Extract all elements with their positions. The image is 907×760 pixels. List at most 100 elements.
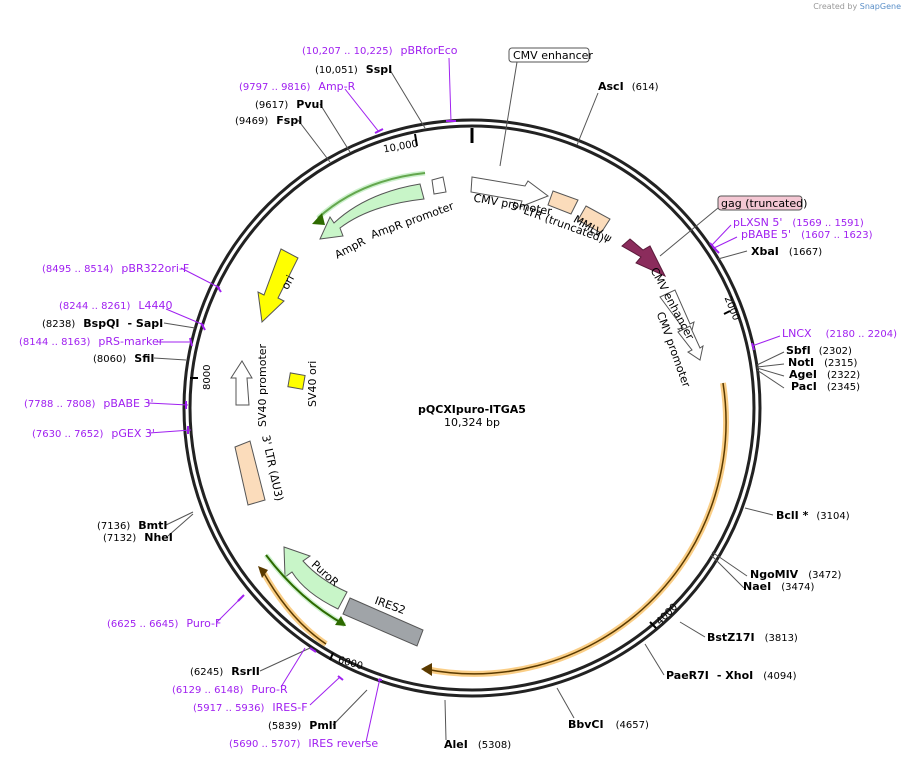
ampr-arrow[interactable] (319, 183, 425, 240)
site-sbfI-pos: (2302) (819, 346, 852, 357)
ires2-box[interactable] (342, 597, 424, 647)
site-bmtI-name: BmtI (138, 519, 167, 532)
site-ageI-name: AgeI (789, 368, 817, 381)
ori-label: ori (279, 273, 297, 292)
site-xbaI-name: XbaI (751, 245, 779, 258)
site-xbaI[interactable]: XbaI (1667) (751, 245, 822, 258)
primer-l4440-pos: (8244 .. 8261) (59, 301, 131, 312)
site-bmtI-pos: (7136) (97, 521, 130, 532)
sv40-promoter-arrow[interactable] (230, 360, 253, 406)
site-sspI-pos: (10,051) (315, 65, 358, 76)
site-pvuI[interactable]: (9617)PvuI (255, 98, 323, 111)
site-bclI[interactable]: BclI * (3104) (776, 509, 850, 522)
primer-pbr322ori-pos: (8495 .. 8514) (42, 264, 114, 275)
primer-pgex3-pos: (7630 .. 7652) (32, 429, 104, 440)
site-bclI-pos: (3104) (816, 511, 849, 522)
primer-plxsn5[interactable]: pLXSN 5'(1569 .. 1591) (733, 216, 864, 229)
primer-lncx[interactable]: LNCX(2180 .. 2204) (782, 327, 897, 340)
site-xbaI-pos: (1667) (789, 247, 822, 258)
site-bmtI[interactable]: (7136) BmtI (97, 519, 167, 532)
cmv-promoter-arrow[interactable] (470, 176, 550, 208)
site-fspI[interactable]: (9469)FspI (235, 114, 302, 127)
primer-puror-name: Puro-R (251, 683, 288, 696)
primer-plxsn5-name: pLXSN 5' (733, 216, 782, 229)
site-rsrII-name: RsrII (231, 665, 260, 678)
puror-arrow[interactable] (283, 546, 348, 610)
ori-arrow[interactable] (257, 248, 299, 324)
site-sfiI[interactable]: (8060)SfiI (93, 352, 154, 365)
tick-4000: 4000 (654, 602, 680, 628)
primer-lncx-pos: (2180 .. 2204) (826, 329, 898, 340)
site-xhoI-name: - XhoI (717, 669, 753, 682)
primer-puror[interactable]: (6129 .. 6148)Puro-R (172, 683, 288, 696)
primer-purof[interactable]: (6625 .. 6645)Puro-F (107, 617, 221, 630)
primer-pbr322ori-name: pBR322ori-F (121, 262, 189, 275)
primer-pbabe5[interactable]: pBABE 5' (1607 .. 1623) (741, 228, 873, 241)
site-paeR7I-name: PaeR7I (666, 669, 709, 682)
site-pmlI-name: PmlI (309, 719, 336, 732)
primer-pgex3[interactable]: (7630 .. 7652)pGEX 3' (32, 427, 155, 440)
primer-pbrforeco[interactable]: (10,207 .. 10,225)pBRforEco (302, 44, 458, 57)
site-paeR7I-pos: (4094) (763, 671, 796, 682)
primer-l4440[interactable]: (8244 .. 8261)L4440 (59, 299, 173, 312)
site-sspI-name: SspI (366, 63, 392, 76)
site-bbvCI-name: BbvCI (568, 718, 604, 731)
site-sbfI[interactable]: SbfI(2302) (786, 344, 852, 357)
site-ascI[interactable]: AscI(614) (598, 80, 659, 93)
gag-leader (659, 207, 719, 257)
site-sapI-name: - SapI (128, 317, 164, 330)
primer-iresrev[interactable]: (5690 .. 5707) IRES reverse (229, 737, 378, 750)
sv40-ori-label: SV40 ori (306, 361, 319, 407)
site-ageI[interactable]: AgeI(2322) (789, 368, 860, 381)
primer-pbabe5-name: pBABE 5' (741, 228, 791, 241)
primer-pbr322ori[interactable]: (8495 .. 8514) pBR322ori-F (42, 262, 189, 275)
ampr-cds-head (312, 213, 325, 225)
gag-label: gag (truncated) (721, 197, 807, 210)
site-pacI-pos: (2345) (827, 382, 860, 393)
primer-pbabe3[interactable]: (7788 .. 7808)pBABE 3' (24, 397, 154, 410)
primer-prsmarker[interactable]: (8144 .. 8163)pRS-marker (19, 335, 164, 348)
cmv-promoter-arrow-2[interactable] (677, 325, 704, 361)
plasmid-name: pQCXIpuro-ITGA5 (418, 403, 526, 416)
primer-pbabe3-pos: (7788 .. 7808) (24, 399, 96, 410)
site-pvuI-name: PvuI (296, 98, 323, 111)
primer-ampr[interactable]: (9797 .. 9816)Amp-R (239, 80, 356, 93)
mmlv-box[interactable] (577, 205, 611, 234)
site-bclI-name: BclI * (776, 509, 809, 522)
primer-iresf-name: IRES-F (272, 701, 307, 714)
site-nheI[interactable]: (7132)NheI (103, 531, 173, 544)
site-pmlI[interactable]: (5839)PmlI (268, 719, 337, 732)
ampr-promoter-arrow[interactable] (431, 176, 447, 195)
tick-8000: 8000 (202, 365, 213, 390)
site-bspQI[interactable]: (8238)BspQI- SapI (42, 317, 163, 330)
primer-purof-name: Puro-F (186, 617, 221, 630)
site-bstZ17I[interactable]: BstZ17I(3813) (707, 631, 798, 644)
site-rsrII[interactable]: (6245)RsrII (190, 665, 260, 678)
site-ngomIV-name: NgoMIV (750, 568, 799, 581)
site-bbvCI[interactable]: BbvCI(4657) (568, 718, 649, 731)
site-naeI[interactable]: NaeI(3474) (743, 580, 815, 593)
gag-arrow[interactable] (621, 238, 667, 278)
primer-prsmarker-name: pRS-marker (98, 335, 163, 348)
ltr3-box[interactable] (234, 440, 266, 506)
site-aleI[interactable]: AleI(5308) (444, 738, 511, 751)
site-notI[interactable]: NotI(2315) (788, 356, 857, 369)
itga5-cds-line (424, 382, 727, 675)
primer-leaders (147, 57, 781, 743)
site-paeR7I[interactable]: PaeR7I - XhoI (4094) (666, 669, 797, 682)
site-sspI[interactable]: (10,051) SspI (315, 63, 392, 76)
site-ngomIV[interactable]: NgoMIV (3472) (750, 568, 842, 581)
primer-iresrev-pos: (5690 .. 5707) (229, 739, 301, 750)
site-pacI[interactable]: PacI(2345) (791, 380, 860, 393)
primer-ampr-name: Amp-R (318, 80, 355, 93)
primer-iresrev-name: IRES reverse (308, 737, 378, 750)
credit-text: Created by (813, 2, 858, 11)
ltr5-box[interactable] (547, 190, 579, 215)
primer-pbabe5-pos: (1607 .. 1623) (801, 230, 873, 241)
primer-iresf-pos: (5917 .. 5936) (193, 703, 265, 714)
sv40-ori-box[interactable] (287, 372, 306, 390)
cmv-enhancer-label: CMV enhancer (513, 49, 593, 62)
tick-10000: 10,000 (383, 139, 419, 156)
primer-iresf[interactable]: (5917 .. 5936) IRES-F (193, 701, 308, 714)
site-ngomIV-pos: (3472) (808, 570, 841, 581)
